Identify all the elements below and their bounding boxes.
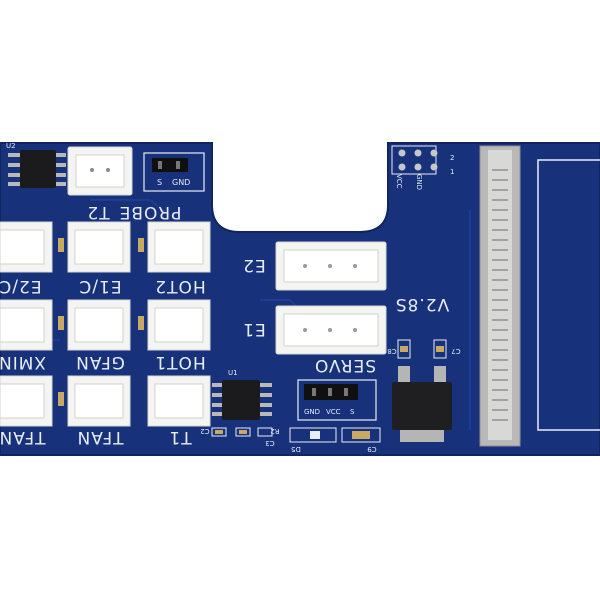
connector-t1 — [147, 375, 211, 427]
c8-label: C8 — [387, 347, 396, 355]
version-label: V2.8S — [395, 294, 449, 314]
hot1-label: HOT1 — [154, 352, 205, 372]
connector-xmin — [0, 299, 53, 351]
e2-label: E2 — [242, 255, 266, 275]
c2-label: C2 — [200, 427, 209, 435]
u2-chip — [8, 150, 66, 188]
connector-tfan1 — [0, 375, 53, 427]
e1c-label: E1/C — [78, 276, 121, 296]
servo-vcc-label: VCC — [326, 408, 341, 416]
gfan-label: GFAN — [75, 352, 125, 372]
e2c-label: E2/C — [0, 276, 42, 296]
r2-label: R2 — [270, 427, 279, 435]
pin1-label: 1 — [450, 168, 454, 176]
hot2-label: HOT2 — [154, 276, 205, 296]
connector-e2c — [0, 221, 53, 273]
tfan1-label: TFAN — [0, 427, 46, 447]
voltage-regulator — [392, 366, 452, 442]
servo-gnd-label: GND — [304, 408, 320, 416]
c7-label: C7 — [451, 347, 460, 355]
servo-label: SERVO — [314, 355, 376, 375]
u2-label: U2 — [6, 142, 16, 150]
d5-diode — [289, 427, 337, 443]
probe-connector — [67, 146, 133, 196]
gnd-label: GND — [415, 174, 423, 190]
t2-label: T2 — [86, 202, 110, 222]
c9-label: C9 — [367, 445, 376, 453]
probe-gnd-label: GND — [172, 178, 190, 187]
probe-header — [143, 152, 205, 192]
c7-capacitor — [433, 339, 447, 359]
xmin-label: XMIN — [0, 352, 46, 372]
e1-label: E1 — [242, 319, 266, 339]
tfan2-label: TFAN — [77, 427, 125, 447]
lcd-frame — [537, 159, 600, 431]
smd-parts-u1 — [211, 427, 273, 437]
pin2-label: 2 — [450, 154, 454, 162]
t1-label: T1 — [168, 427, 192, 447]
u1-label: U1 — [228, 369, 238, 377]
connector-e1 — [275, 305, 387, 355]
connector-gfan — [67, 299, 131, 351]
ffc-connector — [479, 145, 521, 447]
probe-label: PROBE — [119, 202, 182, 222]
c3-label: C3 — [265, 439, 274, 447]
d5-label: D5 — [291, 445, 301, 453]
connector-e2 — [275, 241, 387, 291]
connector-tfan2 — [67, 375, 131, 427]
probe-s-label: S — [157, 178, 162, 187]
vcc-label: VCC — [395, 174, 403, 189]
u1-chip — [212, 380, 272, 420]
connector-hot1 — [147, 299, 211, 351]
c8-capacitor — [397, 339, 411, 359]
servo-header — [297, 379, 377, 421]
vcc-gnd-header — [391, 145, 438, 175]
c9-capacitor — [341, 427, 381, 443]
connector-hot2 — [147, 221, 211, 273]
connector-e1c — [67, 221, 131, 273]
servo-s-label: S — [350, 408, 355, 416]
